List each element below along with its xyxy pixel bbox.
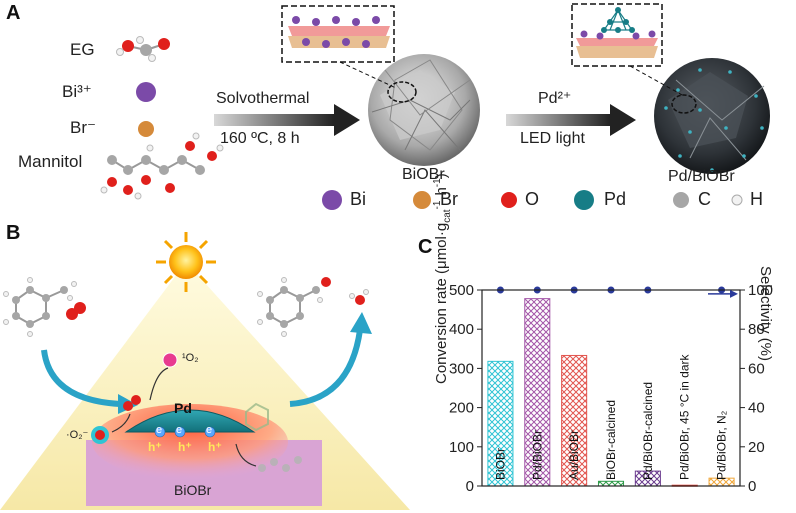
product-arrow (289, 329, 363, 407)
legend-pd-sphere (574, 190, 594, 210)
biobr-product-label: BiOBr (402, 166, 445, 183)
led-arrow (506, 104, 636, 136)
y-axis-label-close: ) (433, 173, 450, 179)
panel-b-letter: B (6, 222, 21, 244)
pd-biobr-flower (654, 58, 770, 174)
bar-3 (597, 480, 625, 487)
legend-br-label: Br (440, 189, 458, 209)
legend-c-label: C (698, 189, 711, 209)
electron-label-3: e (206, 424, 213, 436)
electron-label-2: e (176, 424, 183, 436)
panel-a-graphics (100, 3, 770, 210)
y-axis-label-main: Conversion rate (μmol·g (433, 222, 450, 384)
reagent-bi-label: Bi³⁺ (62, 82, 92, 101)
category-label-2: Au/BiOBr (567, 430, 581, 480)
eg-molecule (116, 36, 170, 62)
pd-ion-label: Pd²⁺ (538, 90, 572, 107)
legend-o-sphere (501, 192, 517, 208)
biobr-substrate-label: BiOBr (174, 482, 212, 498)
hole-label-2: h⁺ (178, 440, 192, 454)
legend-bi-sphere (322, 190, 342, 210)
led-light-label: LED light (520, 130, 585, 147)
y-axis-label-sub: cat (442, 209, 453, 223)
biobr-crystal-inset (281, 5, 397, 89)
legend-o-label: O (525, 189, 540, 209)
y2-axis-label: Selectivity (%) (757, 266, 774, 362)
legend-h-sphere (731, 194, 743, 206)
bar-2 (561, 354, 588, 487)
pd-label: Pd (174, 400, 192, 416)
electron-label-1: e (156, 424, 163, 436)
pd-biobr-crystal-inset (571, 3, 685, 97)
category-label-3: BiOBr-calcined (604, 400, 618, 480)
pd-nanoparticle (124, 409, 256, 433)
category-label-1: Pd/BiOBr (530, 430, 544, 480)
reagent-br-label: Br⁻ (70, 118, 96, 137)
y2-tick-label-3: 60 (748, 360, 765, 377)
legend-pd-label: Pd (604, 189, 627, 209)
superoxide-label: ·O₂⁻ (66, 429, 89, 441)
y-axis-label-sup: -1 (432, 200, 443, 210)
y2-tick-label-0: 0 (748, 478, 756, 495)
reactant-arrow (41, 349, 121, 407)
y-axis-label-sup2: -1 (432, 178, 443, 188)
y-tick-label-5: 500 (449, 282, 474, 299)
category-label-6: Pd/BiOBr, N₂ (715, 410, 729, 480)
solvothermal-conditions-label: 160 ºC, 8 h (220, 130, 300, 147)
category-label-0: BiOBr (493, 448, 507, 480)
bi-ion-sphere (136, 82, 156, 102)
legend-h-label: H (750, 189, 763, 209)
y2-tick-label-4: 80 (748, 321, 765, 338)
legend-br-sphere (413, 191, 431, 209)
bar-1 (524, 298, 551, 487)
br-ion-sphere (138, 121, 154, 137)
y-tick-label-4: 400 (449, 321, 474, 338)
solvothermal-label: Solvothermal (216, 90, 310, 107)
panel-a-letter: A (6, 2, 21, 24)
atom-legend (322, 190, 743, 210)
reagent-eg-label: EG (70, 40, 95, 59)
toluene-molecule (15, 288, 65, 326)
hole-label-3: h⁺ (208, 440, 222, 454)
pd-biobr-product-label: Pd/BiOBr (668, 168, 735, 185)
biobr-flower (368, 54, 480, 166)
y2-tick-label-5: 100 (748, 282, 773, 299)
y-axis-label: Conversion rate (μmol·gcat-1·h-1) (432, 173, 453, 384)
y-tick-label-0: 0 (466, 478, 474, 495)
legend-bi-label: Bi (350, 189, 367, 209)
reagent-mannitol-label: Mannitol (18, 152, 83, 171)
plot-frame (481, 289, 741, 487)
oxygen-molecule (66, 302, 86, 320)
bar-0 (487, 360, 514, 487)
y2-tick-label-1: 20 (748, 439, 765, 456)
singlet-oxygen-label: ¹O₂ (182, 352, 199, 364)
category-label-4: Pd/BiOBr-calcined (641, 382, 655, 480)
panel-c-letter: C (418, 236, 433, 258)
selectivity-axis-arrowhead (730, 289, 738, 298)
y-tick-label-3: 300 (449, 360, 474, 377)
y-axis-label-tail: ·h (433, 187, 450, 201)
mannitol-molecule (100, 132, 224, 200)
y-tick-label-1: 100 (449, 439, 474, 456)
y2-tick-label-2: 40 (748, 400, 765, 417)
sun-icon (156, 232, 216, 292)
panel-b-graphics (0, 232, 410, 510)
y-tick-label-2: 200 (449, 400, 474, 417)
category-label-5: Pd/BiOBr, 45 °C in dark (678, 353, 692, 480)
solvothermal-arrow (214, 104, 360, 136)
conversion-selectivity-chart: BiOBr Pd/BiOBr Au/BiOBr BiOBr-calcined Pd/Bi… (449, 282, 773, 495)
hole-label-1: h⁺ (148, 440, 162, 454)
legend-c-sphere (673, 192, 689, 208)
